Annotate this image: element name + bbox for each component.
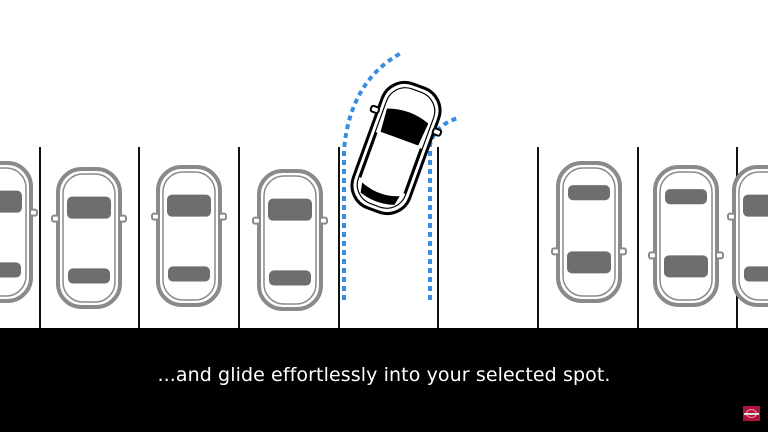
parked-car bbox=[151, 165, 227, 307]
parked-car bbox=[51, 167, 127, 309]
video-caption: ...and glide effortlessly into your sele… bbox=[157, 364, 611, 386]
parked-car bbox=[648, 165, 724, 307]
parking-car bbox=[350, 80, 443, 216]
parked-car bbox=[0, 161, 38, 303]
parked-car bbox=[727, 165, 768, 307]
parking-guide-left bbox=[342, 50, 404, 300]
parked-car bbox=[252, 169, 328, 311]
caption-band bbox=[0, 328, 768, 432]
brand-logo-icon bbox=[743, 406, 760, 421]
parking-illustration bbox=[0, 50, 768, 328]
parked-car bbox=[551, 161, 627, 303]
parking-guide-right bbox=[428, 116, 459, 300]
